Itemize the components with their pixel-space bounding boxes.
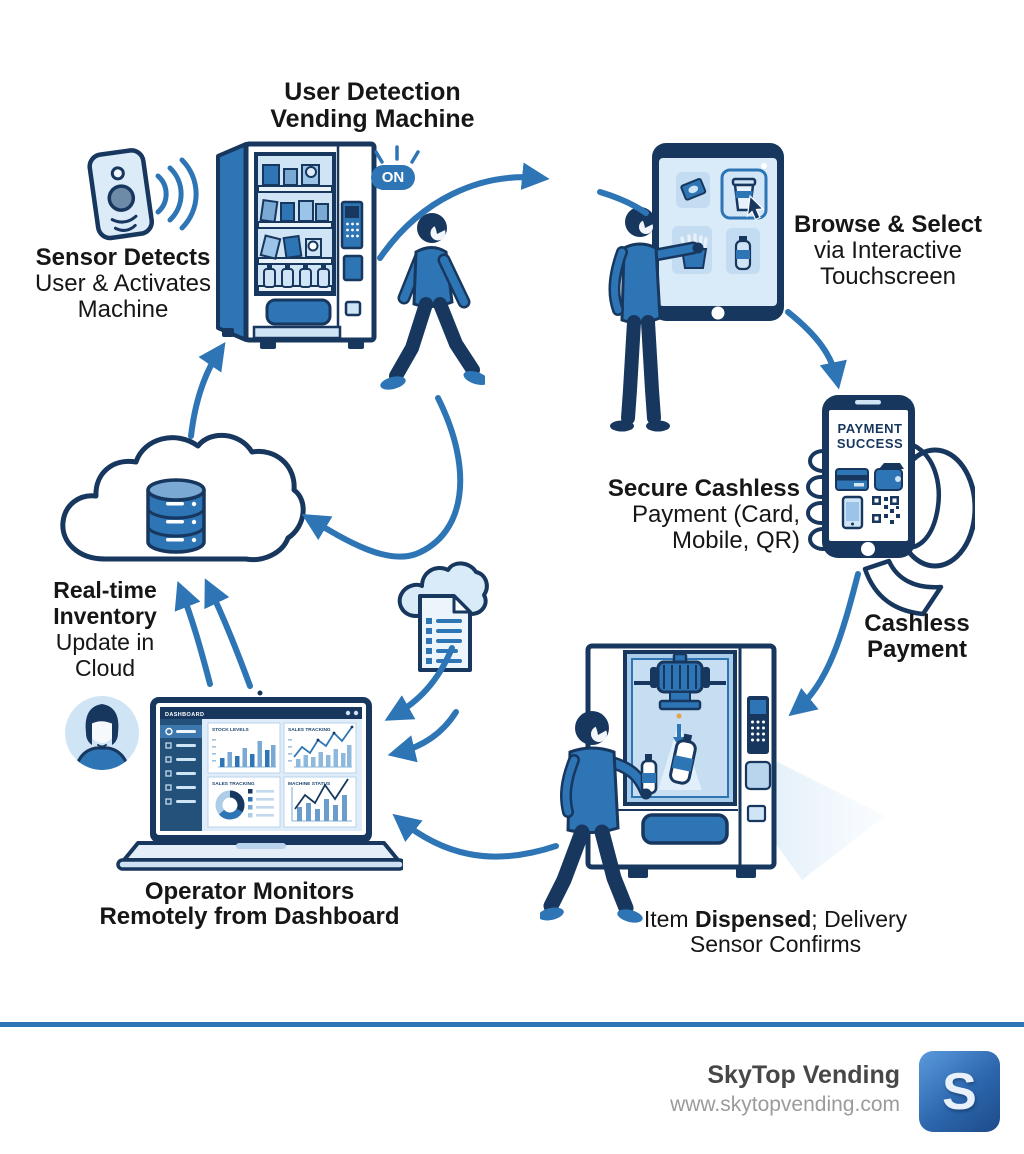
on-badge: ON <box>371 165 415 190</box>
arrow-payment-to-dispense <box>788 571 861 717</box>
svg-text:SALES TRACKING: SALES TRACKING <box>288 727 331 733</box>
arrow-laptop-to-cloud-1 <box>174 581 213 687</box>
database-icon <box>146 478 206 554</box>
label-payment-success: PAYMENT SUCCESS <box>836 421 904 451</box>
laptop-dashboard: DASHBOARD STOCK LEVELS <box>116 690 403 871</box>
person-touching-screen <box>608 207 704 432</box>
operator-avatar <box>65 696 139 770</box>
home-button <box>711 306 725 320</box>
keypad <box>747 696 769 754</box>
cup-icon <box>731 177 757 212</box>
delivery-slot <box>265 298 332 326</box>
svg-text:MACHINE STATUS: MACHINE STATUS <box>288 781 331 787</box>
arrow-doc-to-laptop-2 <box>387 709 459 763</box>
signal-waves-icon <box>155 157 199 231</box>
logo-letter: S <box>942 1062 977 1121</box>
arrow-doc-to-laptop-1 <box>384 645 455 721</box>
label-realtime-inventory: Real-time Inventory Update in Cloud <box>53 577 157 681</box>
dispensing-machine <box>585 643 885 880</box>
label-user-detection: User Detection Vending Machine <box>270 78 475 133</box>
wallet-icon <box>874 463 904 491</box>
label-browse-select: Browse & Select via Interactive Touchscr… <box>793 211 983 290</box>
footer-brand-block: SkyTop Vending www.skytopvending.com <box>520 1061 900 1117</box>
wrist <box>862 558 944 617</box>
dispenser-motor-icon <box>650 652 710 711</box>
proximity-sensor-icon <box>87 148 199 241</box>
delivery-slot <box>641 813 729 845</box>
panel-sales-tracking-bottom: SALES TRACKING <box>207 776 281 828</box>
bottle-row <box>263 264 330 288</box>
arrow-dispense-to-laptop <box>392 813 559 860</box>
brand-url: www.skytopvending.com <box>670 1093 900 1116</box>
arrow-screen-to-payment <box>785 309 847 390</box>
person-grabbing-item <box>540 711 658 923</box>
vending-machine-icon <box>216 141 377 349</box>
touchscreen-tablet <box>652 143 784 321</box>
arrow-into-tablet <box>597 189 649 216</box>
cursor-icon <box>746 194 765 221</box>
arrow-cloud-to-machine <box>188 342 226 439</box>
panel-stock-levels: STOCK LEVELS <box>207 722 281 774</box>
held-bottle-icon <box>640 754 658 795</box>
svg-text:SALES TRACKING: SALES TRACKING <box>212 781 255 787</box>
falling-bottle-icon <box>669 733 697 785</box>
label-sensor-detects: Sensor Detects User & Activates Machine <box>34 244 212 323</box>
svg-text:STOCK LEVELS: STOCK LEVELS <box>212 727 249 733</box>
mobile-icon <box>841 495 864 530</box>
label-item-dispensed: Item Dispensed; Delivery Sensor Confirms <box>643 906 908 957</box>
keypad <box>340 200 364 250</box>
on-rays-icon <box>374 145 420 164</box>
label-secure-cashless: Secure Cashless Payment (Card, Mobile, Q… <box>607 475 800 554</box>
qr-code-icon <box>872 496 900 524</box>
thumb <box>902 442 941 550</box>
brand-name: SkyTop Vending <box>707 1061 900 1089</box>
panel-sales-tracking-top: SALES TRACKING <box>283 722 357 774</box>
dashboard-title: DASHBOARD <box>165 712 204 718</box>
arrow-data-to-cloud <box>301 395 464 560</box>
phone-in-hand <box>806 395 975 617</box>
card-icon <box>835 468 869 491</box>
cloud-database-icon <box>60 432 306 563</box>
cloud-sync-document-icon <box>397 561 489 672</box>
bottle-icon <box>734 236 752 271</box>
arrow-laptop-to-cloud-2 <box>204 578 253 689</box>
footer-divider <box>0 1022 1024 1027</box>
arrow-machine-to-screen <box>377 162 550 261</box>
panel-machine-status: MACHINE STATUS <box>283 776 357 828</box>
label-cashless-payment: Cashless Payment <box>864 610 970 663</box>
brand-logo: S <box>919 1051 1000 1132</box>
snack-icon <box>680 178 707 201</box>
walking-person <box>380 213 485 390</box>
label-operator-monitors: Operator Monitors Remotely from Dashboar… <box>99 878 400 930</box>
